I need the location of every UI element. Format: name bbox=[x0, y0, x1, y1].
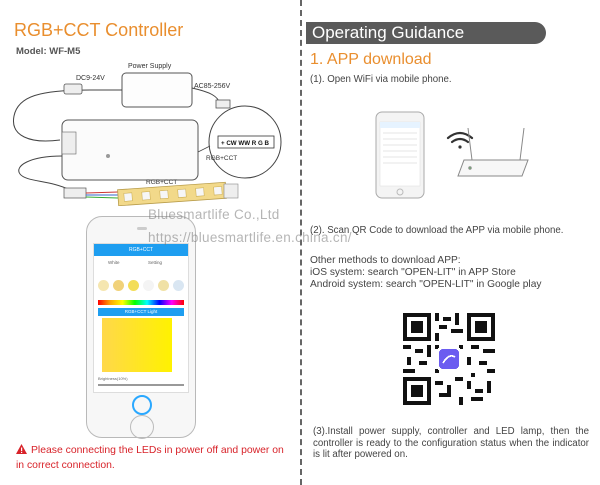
watermark-url: https://bluesmartlife.en.china.cn/ bbox=[148, 230, 352, 245]
pin-labels: + CW WW R G B bbox=[221, 140, 269, 147]
ios-instructions: iOS system: search "OPEN-LIT" in APP Sto… bbox=[310, 267, 516, 278]
controller-title: RGB+CCT Controller bbox=[14, 20, 184, 40]
step2-text: (2). Scan QR Code to download the APP vi… bbox=[310, 225, 564, 236]
color-swatches[interactable] bbox=[98, 280, 184, 294]
connector-label: RGB+CCT bbox=[206, 155, 237, 162]
phone-mockup: RGB+CCT White Setting RGB+CCT Light Brig… bbox=[86, 216, 196, 439]
brightness-slider[interactable] bbox=[98, 384, 184, 386]
strip-end-cap bbox=[223, 183, 239, 199]
dc-input-label: DC9-24V bbox=[76, 75, 105, 82]
pin-header bbox=[217, 135, 275, 149]
model-label: Model: WF-M5 bbox=[16, 46, 81, 57]
setting-mode-label[interactable]: Setting bbox=[148, 260, 163, 265]
color-pad[interactable] bbox=[102, 318, 172, 372]
ac-plug bbox=[215, 99, 231, 109]
warning-message: Please connecting the LEDs in power off … bbox=[16, 445, 284, 471]
step1-text: (1). Open WiFi via mobile phone. bbox=[310, 74, 452, 85]
strip-label: RGB+CCT bbox=[146, 179, 177, 186]
power-icon[interactable] bbox=[132, 395, 152, 415]
wifi-router bbox=[457, 127, 529, 177]
phone-camera bbox=[137, 227, 147, 230]
power-supply-label: Power Supply bbox=[128, 63, 172, 70]
white-mode-label[interactable]: White bbox=[108, 260, 120, 265]
wifi-setup-illustration bbox=[375, 111, 529, 199]
step1-title: 1. APP download bbox=[310, 51, 432, 68]
home-button[interactable] bbox=[130, 415, 154, 439]
step3-text: (3).Install power supply, controller and… bbox=[313, 426, 589, 461]
other-methods-label: Other methods to download APP: bbox=[310, 255, 461, 266]
watermark-company: Bluesmartlife Co.,Ltd bbox=[148, 207, 280, 222]
hue-bar[interactable] bbox=[98, 300, 184, 305]
light-header: RGB+CCT Light bbox=[98, 308, 184, 316]
android-instructions: Android system: search "OPEN-LIT" in Goo… bbox=[310, 279, 542, 290]
warning-text: Please connecting the LEDs in power off … bbox=[16, 443, 292, 473]
operating-guidance-banner: Operating Guidance bbox=[306, 22, 546, 44]
wifi-icon bbox=[446, 131, 474, 149]
banner-text: Operating Guidance bbox=[312, 23, 465, 42]
column-divider bbox=[300, 0, 302, 485]
qr-code bbox=[403, 313, 495, 405]
wiring-diagram: Power Supply DC9-24V AC85-256V + CW WW R… bbox=[13, 63, 282, 206]
controller-box bbox=[61, 119, 199, 181]
dc-jack bbox=[63, 83, 83, 95]
brightness-label: Brightness(10%) bbox=[98, 376, 128, 381]
app-header: RGB+CCT bbox=[94, 244, 188, 256]
led-strip bbox=[117, 181, 227, 206]
app-screen: RGB+CCT White Setting RGB+CCT Light Brig… bbox=[93, 243, 189, 393]
warning-icon bbox=[16, 444, 27, 454]
qr-app-logo bbox=[439, 349, 459, 369]
strip-connector bbox=[63, 187, 87, 199]
ac-input-label: AC85-256V bbox=[194, 83, 231, 90]
power-supply-box bbox=[121, 72, 193, 108]
